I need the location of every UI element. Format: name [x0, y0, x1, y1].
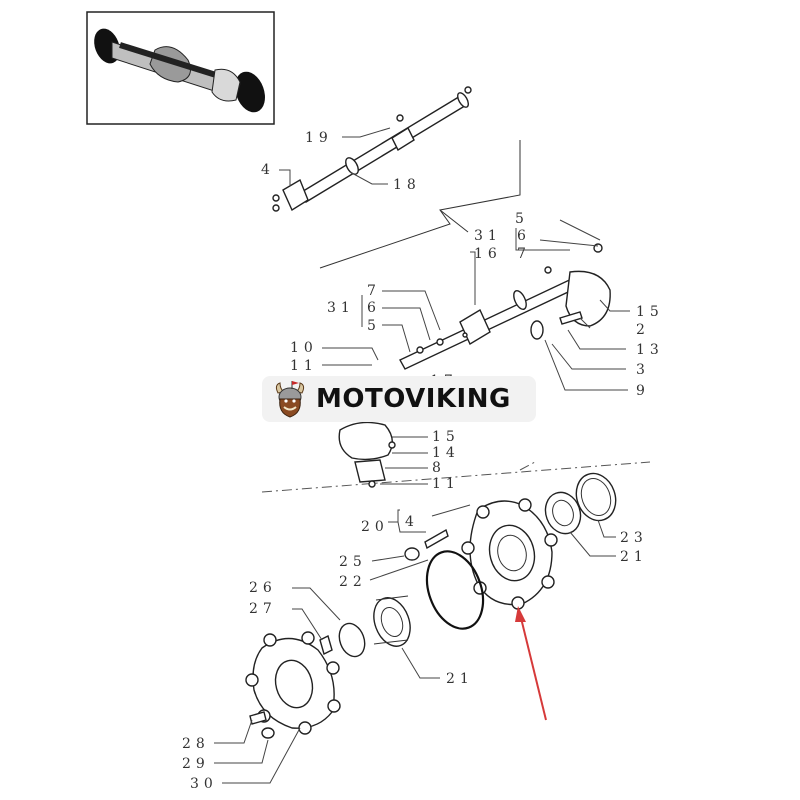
brand-wordmark: MOTOVIKING [316, 384, 511, 414]
ref-4: 4 [405, 514, 419, 530]
ref-4: 4 [261, 162, 275, 178]
watermark-banner: MOTOVIKING [262, 376, 536, 422]
ref-6: 6 [517, 228, 531, 244]
knuckle-lower [338, 421, 396, 488]
ref-14: 14 [432, 445, 460, 461]
ref-21: 21 [620, 549, 648, 565]
ref-29: 29 [182, 756, 210, 772]
ref-27: 27 [249, 601, 277, 617]
ref-23: 23 [620, 530, 648, 546]
seal-and-bearing-upper [544, 472, 617, 535]
drive-shaft-upper [272, 86, 472, 212]
ref-22: 22 [339, 574, 367, 590]
drive-shaft-middle [399, 243, 611, 370]
o-ring-and-pins [404, 528, 485, 630]
ref-26: 26 [249, 580, 277, 596]
ref-31: 31 [474, 228, 502, 244]
ref-7: 7 [517, 246, 531, 262]
hub-carrier [461, 498, 558, 610]
reference-labels: 19 4 18 5 31 6 16 7 15 2 13 3 9 7 31 6 5… [182, 130, 664, 792]
section-lines [261, 140, 651, 493]
ref-7: 7 [367, 283, 381, 299]
ref-18: 18 [393, 177, 421, 193]
ref-15: 15 [636, 304, 664, 320]
ref-11: 11 [290, 358, 318, 374]
ref-31: 31 [327, 300, 355, 316]
ref-2: 2 [636, 322, 650, 338]
ref-30: 30 [190, 776, 218, 792]
ref-19: 19 [305, 130, 333, 146]
ref-8: 8 [432, 460, 446, 476]
axle-overview-thumbnail [86, 11, 275, 125]
highlight-arrow [515, 606, 547, 721]
leader-lines [214, 127, 630, 784]
ref-16: 16 [474, 246, 502, 262]
viking-mascot-icon [275, 381, 305, 418]
wheel-flange [245, 631, 341, 739]
ref-15: 15 [432, 429, 460, 445]
ref-25: 25 [339, 554, 367, 570]
bearing-lower-and-cap [319, 595, 411, 658]
ref-20: 20 [361, 519, 389, 535]
ref-5: 5 [367, 318, 381, 334]
ref-6: 6 [367, 300, 381, 316]
ref-11: 11 [432, 476, 460, 492]
ref-10: 10 [290, 340, 318, 356]
ref-21: 21 [446, 671, 474, 687]
ref-28: 28 [182, 736, 210, 752]
ref-3: 3 [636, 362, 650, 378]
ref-9: 9 [636, 383, 650, 399]
ref-13: 13 [636, 342, 664, 358]
ref-5: 5 [515, 211, 529, 227]
